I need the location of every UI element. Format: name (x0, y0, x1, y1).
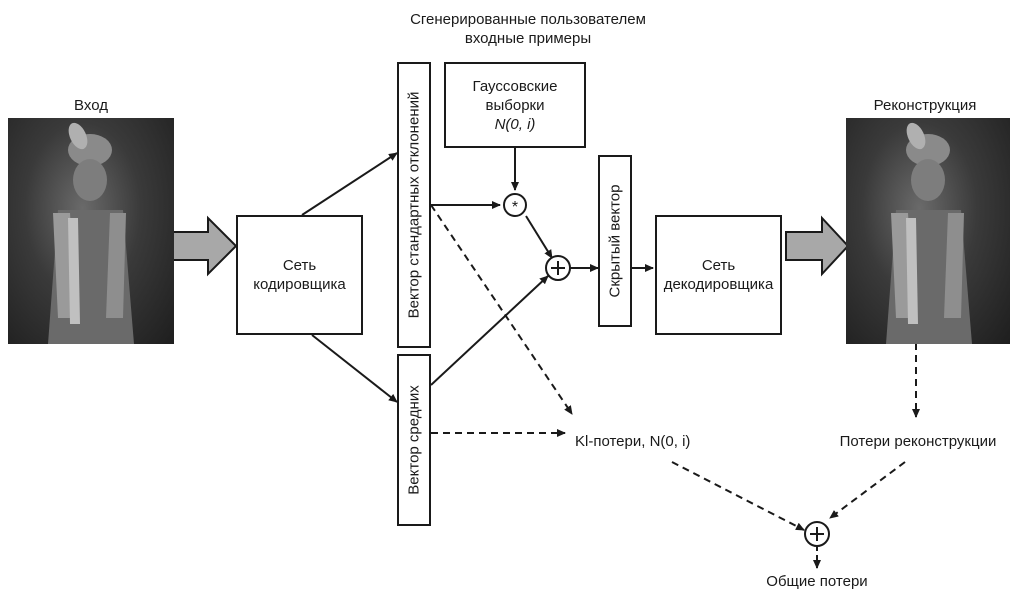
encoder-to-std-line (301, 152, 398, 216)
decoder-line1: Сеть (701, 257, 736, 274)
encoder-to-mean-line (311, 334, 398, 403)
user-examples-line2: входные примеры (464, 30, 592, 47)
multiply-to-plus-line (525, 215, 553, 259)
reconstruction-loss-label: Потери реконструкции (839, 433, 997, 450)
std-vector-label: Вектор стандартных отклонений (405, 91, 423, 319)
user-examples-line1: Сгенерированные пользователем (410, 11, 646, 28)
mean-vector-box: Вектор средних (397, 354, 431, 526)
input-label: Вход (74, 97, 108, 114)
total-plus-operator (804, 521, 830, 547)
total-loss-label: Общие потери (766, 573, 868, 590)
input-to-encoder-arrow (172, 215, 238, 277)
reconstruction-image (846, 118, 1010, 344)
multiply-symbol: * (512, 199, 518, 216)
plus-operator (545, 255, 571, 281)
multiply-operator: * (503, 193, 527, 217)
kl-to-total-dashed-line (671, 461, 805, 531)
user-examples-caption: Сгенерированные пользователем входные пр… (378, 10, 678, 48)
encoder-line2: кодировщика (253, 276, 346, 293)
gauss-line2: выборки (485, 96, 545, 114)
gauss-line1: Гауссовские (472, 77, 558, 95)
decoder-network-box: Сеть декодировщика (655, 215, 782, 335)
decoder-to-output-arrow (785, 215, 850, 277)
mean-vector-label: Вектор средних (405, 385, 423, 495)
kl-loss-label: Kl-потери, N(0, i) (575, 433, 691, 450)
std-vector-box: Вектор стандартных отклонений (397, 62, 431, 348)
std-to-kl-dashed-line (430, 204, 573, 415)
encoder-network-box: Сеть кодировщика (236, 215, 363, 335)
reconstruction-label: Реконструкция (873, 97, 977, 114)
input-image (8, 118, 174, 344)
latent-vector-label: Скрытый вектор (606, 184, 624, 298)
mean-to-plus-line (430, 275, 549, 386)
girl-figure-icon (886, 122, 972, 344)
recon-loss-to-total-dashed-line (829, 461, 906, 519)
girl-figure-icon (48, 122, 134, 344)
encoder-line1: Сеть (282, 257, 317, 274)
gauss-line3: N(0, i) (494, 115, 536, 133)
decoder-line2: декодировщика (663, 276, 774, 293)
latent-vector-box: Скрытый вектор (598, 155, 632, 327)
gaussian-samples-box: Гауссовские выборки N(0, i) (444, 62, 586, 148)
